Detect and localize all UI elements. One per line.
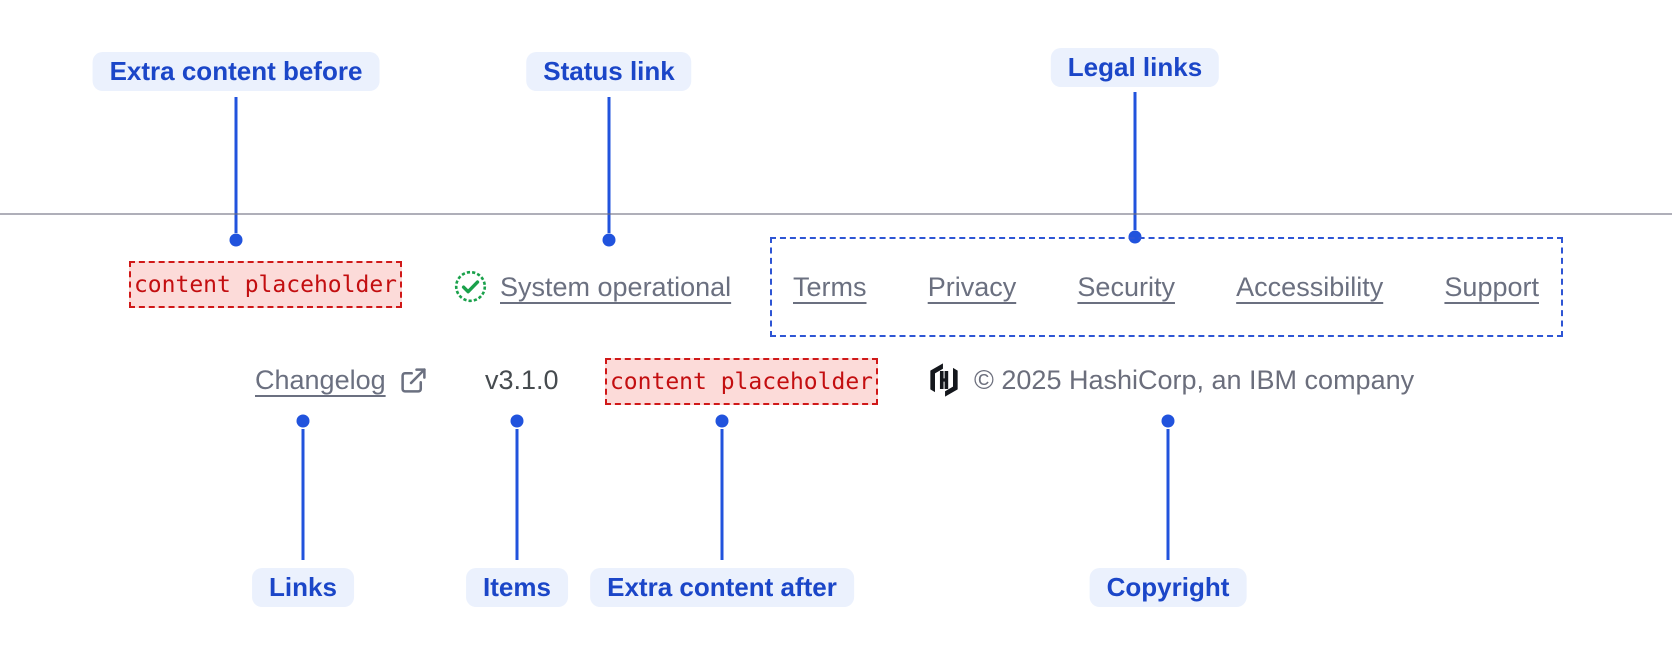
annotation-status-link: Status link — [526, 52, 692, 91]
connector-line — [301, 429, 305, 560]
connector-dot — [229, 233, 243, 247]
connector-dot — [602, 233, 616, 247]
connector-dot — [296, 414, 310, 428]
status-link-label[interactable]: System operational — [500, 271, 732, 302]
connector-line — [234, 97, 238, 233]
placeholder-text: content placeholder — [609, 368, 874, 395]
connector-dot — [715, 414, 729, 428]
annotation-extra-content-before: Extra content before — [92, 52, 380, 91]
legal-link-support[interactable]: Support — [1444, 271, 1539, 302]
changelog-label: Changelog — [255, 365, 386, 395]
placeholder-text: content placeholder — [133, 271, 398, 298]
extra-content-after-placeholder: content placeholder — [605, 358, 878, 405]
annotation-copyright: Copyright — [1089, 568, 1247, 607]
extra-content-before-placeholder: content placeholder — [129, 261, 402, 308]
connector-line — [720, 429, 724, 560]
legal-links-region: Terms Privacy Security Accessibility Sup… — [770, 237, 1563, 337]
changelog-link[interactable]: Changelog — [255, 364, 428, 396]
connector-dot — [1161, 414, 1175, 428]
annotation-links: Links — [252, 568, 354, 607]
connector-line — [515, 429, 519, 560]
annotation-items: Items — [466, 568, 568, 607]
legal-link-privacy[interactable]: Privacy — [927, 271, 1017, 302]
connector-line — [1166, 429, 1170, 560]
copyright-text: © 2025 HashiCorp, an IBM company — [974, 365, 1415, 395]
annotation-legal-links: Legal links — [1050, 48, 1220, 87]
footer-divider — [0, 213, 1672, 215]
copyright: © 2025 HashiCorp, an IBM company — [926, 362, 1414, 398]
legal-link-security[interactable]: Security — [1077, 271, 1175, 302]
legal-link-accessibility[interactable]: Accessibility — [1236, 271, 1384, 302]
check-circle-icon — [453, 269, 488, 304]
connector-line — [607, 97, 611, 233]
connector-dot — [510, 414, 524, 428]
annotation-extra-content-after: Extra content after — [590, 568, 854, 607]
connector-line — [1133, 92, 1137, 230]
legal-link-terms[interactable]: Terms — [793, 271, 867, 302]
external-link-icon — [399, 366, 428, 395]
version-label: v3.1.0 — [485, 365, 559, 395]
hashicorp-logo-icon — [926, 362, 962, 398]
status-link[interactable]: System operational — [453, 269, 731, 304]
